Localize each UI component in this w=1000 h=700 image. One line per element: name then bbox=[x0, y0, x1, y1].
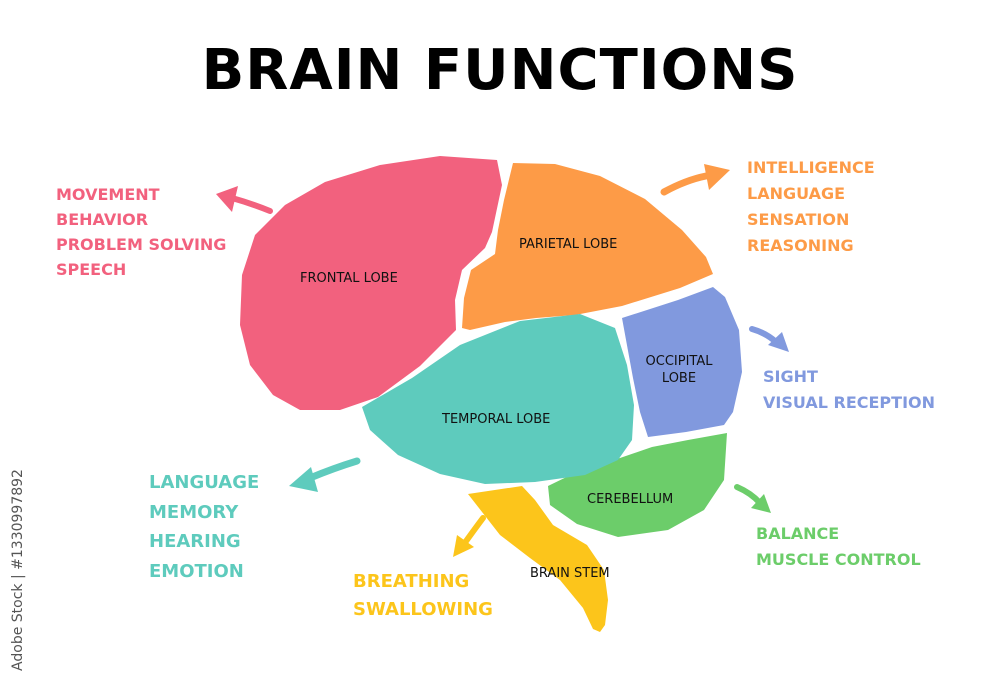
cerebellum-region bbox=[548, 433, 727, 537]
cerebellum-label: CEREBELLUM bbox=[587, 492, 674, 507]
temporal-function-item: LANGUAGE bbox=[149, 472, 260, 493]
brainstem-region bbox=[468, 486, 608, 632]
arrow-occipital-icon bbox=[749, 326, 789, 352]
frontal-function-item: PROBLEM SOLVING bbox=[56, 235, 227, 254]
frontal-function-item: BEHAVIOR bbox=[56, 210, 149, 229]
temporal-function-item: MEMORY bbox=[149, 501, 239, 523]
frontal-lobe-label: FRONTAL LOBE bbox=[300, 271, 398, 286]
temporal-lobe-label: TEMPORAL LOBE bbox=[442, 412, 551, 427]
arrow-cerebellum-icon bbox=[734, 484, 771, 513]
frontal-function-item: SPEECH bbox=[56, 260, 127, 279]
parietal-function-item: SENSATION bbox=[747, 210, 850, 229]
occipital-lobe-label: OCCIPITAL LOBE bbox=[642, 353, 716, 387]
brainstem-function-item: SWALLOWING bbox=[353, 599, 493, 620]
arrow-parietal-icon bbox=[660, 164, 730, 196]
parietal-region bbox=[462, 163, 713, 330]
occipital-region bbox=[622, 287, 742, 437]
frontal-functions-list: MOVEMENT BEHAVIOR PROBLEM SOLVING SPEECH bbox=[56, 182, 226, 282]
occipital-function-item: VISUAL RECEPTION bbox=[763, 393, 936, 412]
cerebellum-functions-list: BALANCE MUSCLE CONTROL bbox=[756, 521, 921, 573]
parietal-lobe-label: PARIETAL LOBE bbox=[519, 237, 618, 252]
temporal-region bbox=[362, 314, 634, 484]
brain-stem-label: BRAIN STEM bbox=[530, 566, 610, 581]
cerebellum-function-item: BALANCE bbox=[756, 524, 840, 543]
parietal-function-item: LANGUAGE bbox=[747, 184, 846, 203]
parietal-function-item: REASONING bbox=[747, 236, 854, 255]
occipital-lobe-label-line2: LOBE bbox=[661, 371, 697, 386]
temporal-function-item: EMOTION bbox=[149, 560, 244, 582]
frontal-function-item: MOVEMENT bbox=[56, 185, 160, 204]
parietal-functions-list: INTELLIGENCE LANGUAGE SENSATION REASONIN… bbox=[747, 155, 875, 259]
frontal-region bbox=[240, 156, 502, 410]
brainstem-function-item: BREATHING bbox=[353, 571, 470, 592]
stock-credit-text: Adobe Stock | #1330997892 bbox=[10, 469, 26, 671]
arrow-brainstem-icon bbox=[453, 515, 486, 557]
brainstem-functions-list: BREATHING SWALLOWING bbox=[353, 568, 493, 624]
occipital-function-item: SIGHT bbox=[763, 367, 818, 386]
occipital-lobe-label-line1: OCCIPITAL bbox=[645, 354, 713, 369]
cerebellum-function-item: MUSCLE CONTROL bbox=[756, 550, 921, 569]
temporal-function-item: HEARING bbox=[149, 531, 241, 552]
temporal-functions-list: LANGUAGE MEMORY HEARING EMOTION bbox=[149, 468, 259, 586]
stock-credit: Adobe Stock | #1330997892 bbox=[8, 455, 28, 685]
occipital-functions-list: SIGHT VISUAL RECEPTION bbox=[763, 364, 935, 416]
arrow-frontal-icon bbox=[216, 186, 273, 214]
arrow-temporal-icon bbox=[289, 457, 361, 492]
parietal-function-item: INTELLIGENCE bbox=[747, 158, 875, 177]
page-title: BRAIN FUNCTIONS bbox=[201, 38, 799, 103]
